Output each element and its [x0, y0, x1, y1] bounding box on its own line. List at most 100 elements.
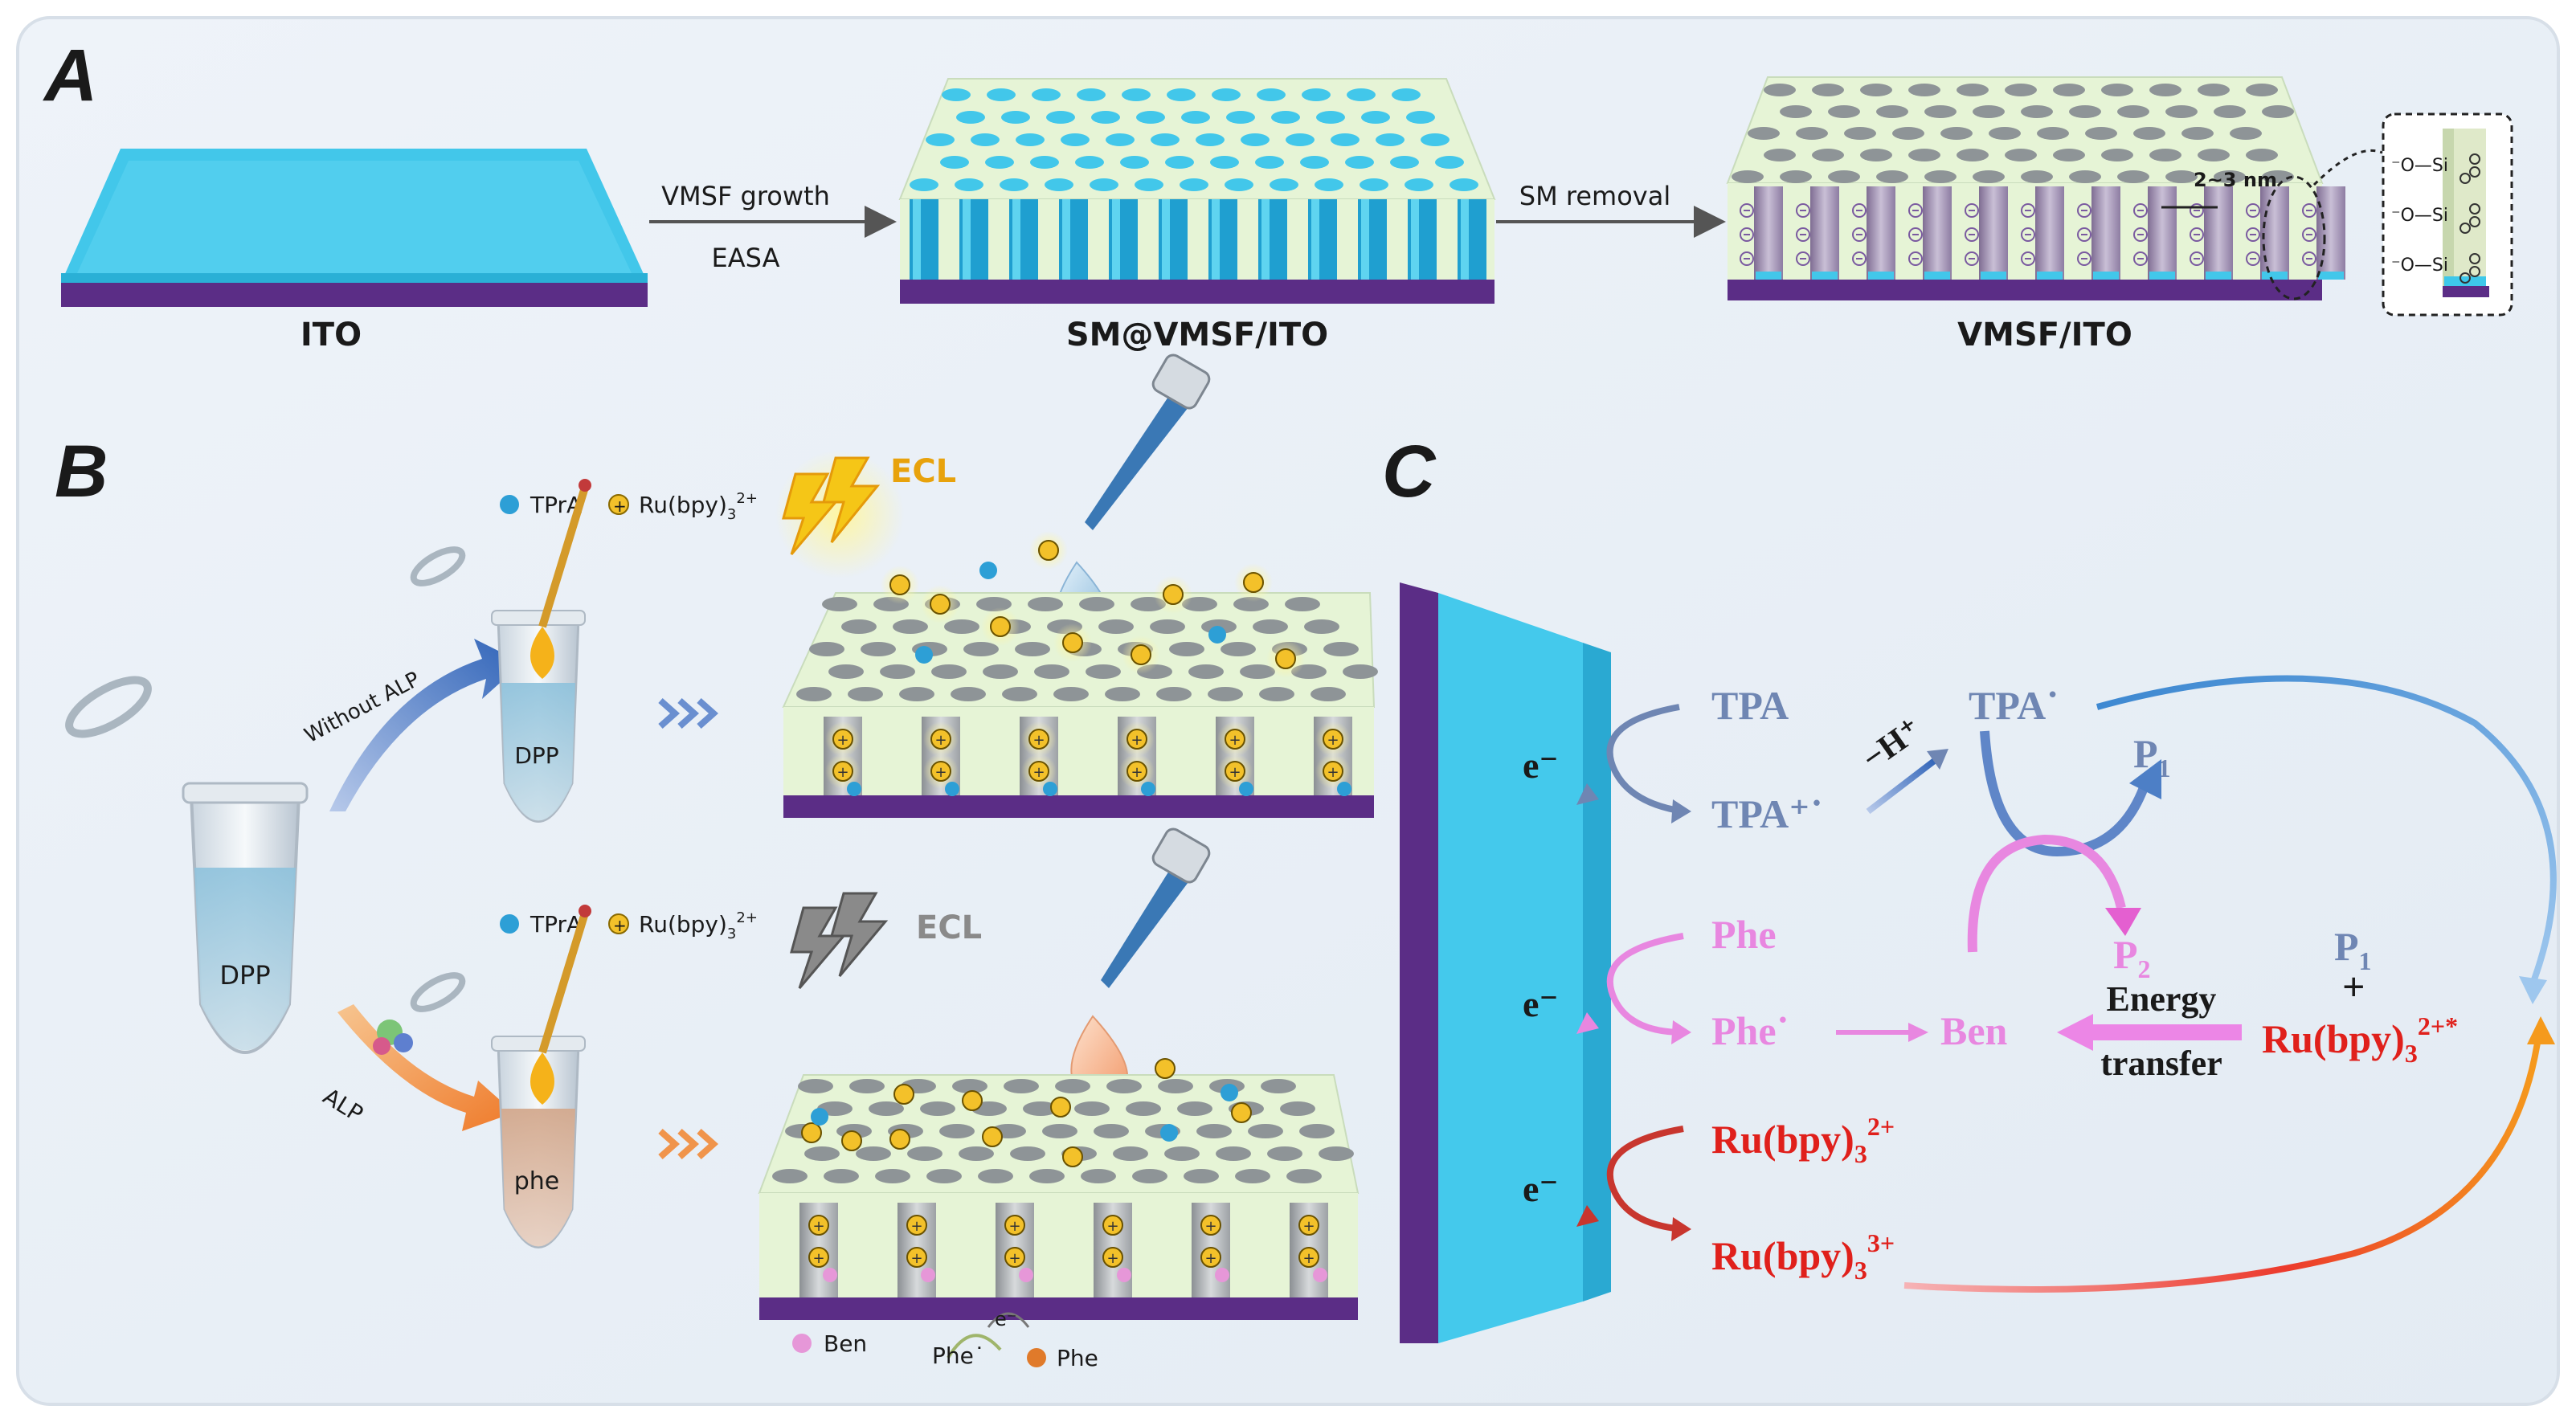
p1-arc-head	[2129, 759, 2161, 799]
surface-hole	[2198, 84, 2230, 96]
surface-hole	[1812, 84, 1844, 96]
surface-hole	[959, 1146, 994, 1161]
ru-plus: +	[1106, 1250, 1118, 1267]
surface-hole	[1034, 664, 1069, 679]
surface-hole	[1989, 127, 2021, 140]
ru-plus: +	[1327, 732, 1339, 749]
surface-hole	[926, 1169, 962, 1183]
surface-hole	[1812, 149, 1844, 161]
surface-dot	[1271, 111, 1300, 124]
ru-particle	[1298, 1247, 1319, 1268]
ru-plus: +	[812, 1250, 824, 1267]
surface-dot	[1120, 156, 1149, 169]
surfactant-columns	[910, 199, 1486, 280]
surface-hole	[1908, 149, 1940, 161]
surface-hole	[1235, 1169, 1270, 1183]
surface-dot	[1122, 88, 1151, 101]
surface-hole	[1908, 84, 1940, 96]
surface-hole	[1156, 687, 1192, 701]
surface-hole	[1732, 170, 1764, 183]
surface-hole	[1106, 1079, 1142, 1093]
extra-particle	[1313, 1268, 1327, 1282]
surface-dot	[1032, 88, 1061, 101]
column-highlight	[1162, 199, 1170, 280]
surface-dot	[1180, 178, 1208, 191]
surface-hole	[1304, 619, 1339, 634]
tpra-particle	[915, 646, 933, 664]
legend-ru-top: Ru(bpy)32+	[639, 490, 758, 523]
ru-particle	[1323, 761, 1343, 782]
alp-enzyme-icon	[373, 1020, 413, 1055]
ru-particle	[1004, 1247, 1025, 1268]
ru-particle	[1050, 1097, 1071, 1118]
step2-label: SM removal	[1519, 181, 1670, 211]
negative-charge	[1852, 203, 1867, 218]
c-plus: +	[2342, 964, 2365, 1009]
surface-dot	[1167, 88, 1196, 101]
ecl-lightning-on	[775, 450, 904, 578]
surface-hole	[1343, 664, 1378, 679]
negative-charge	[1965, 251, 1979, 266]
surface-hole	[944, 619, 979, 634]
surface-hole	[1876, 105, 1908, 118]
ru-particle	[1163, 584, 1184, 605]
small-dpp-tube: DPP	[410, 479, 591, 823]
channel-bottom	[1868, 272, 1894, 280]
surface-hole	[1081, 1169, 1116, 1183]
ru-particle	[832, 729, 853, 750]
surface-hole	[2165, 105, 2198, 118]
surface-hole	[1924, 170, 1957, 183]
negative-charge	[1740, 251, 1754, 266]
ru-plus: +	[1229, 732, 1241, 749]
c-phe-rad: Phe˙	[1711, 1008, 1789, 1053]
surface-dot	[910, 178, 938, 191]
phe-arc-head-right	[1671, 1020, 1691, 1044]
ru-arc-head-left	[1576, 1205, 1599, 1227]
nanochannel	[2204, 186, 2233, 280]
surface-dot	[1300, 156, 1329, 169]
vmsf-block	[1726, 76, 2345, 300]
vmsf-surface-holes	[1732, 84, 2294, 183]
surface-dot	[1331, 133, 1360, 146]
surface-hole	[849, 1079, 885, 1093]
surface-hole	[1844, 127, 1876, 140]
surface-hole	[1208, 687, 1243, 701]
c-ru-excited: Ru(bpy)32+*	[2262, 1011, 2458, 1068]
surface-dot	[1390, 156, 1419, 169]
c-energy: Energy	[2107, 979, 2217, 1019]
ru-particle	[841, 1130, 862, 1151]
negative-charge	[2077, 251, 2091, 266]
surface-dot	[1030, 156, 1059, 169]
surface-hole	[824, 1169, 859, 1183]
step1-bottom-label: EASA	[712, 243, 780, 273]
surface-hole	[920, 1101, 955, 1116]
negative-charge	[1796, 203, 1810, 218]
nanochannel	[1867, 186, 1895, 280]
bottom-e-arc	[987, 1312, 1030, 1328]
surface-hole	[1221, 642, 1256, 656]
ru-plus: +	[1032, 732, 1045, 749]
surface-hole	[1188, 664, 1224, 679]
surface-dot	[1045, 178, 1073, 191]
surface-hole	[1042, 1124, 1077, 1138]
chevrons-bottom	[658, 1129, 719, 1159]
surface-hole	[848, 687, 883, 701]
surface-dot	[1135, 178, 1163, 191]
negative-charge	[1852, 251, 1867, 266]
ru-plus: +	[934, 732, 947, 749]
surface-pore-dots	[910, 88, 1478, 191]
ru-plus: +	[836, 764, 848, 781]
surface-dot	[1046, 111, 1075, 124]
sm-vmsf-block	[898, 78, 1496, 304]
negative-charge	[2190, 203, 2204, 218]
ru3-to-ru-arc	[1903, 1032, 2542, 1293]
surface-hole	[1828, 105, 1860, 118]
c-e1: e⁻	[1523, 745, 1559, 786]
surface-hole	[2101, 149, 2133, 161]
ru-particle	[1126, 761, 1147, 782]
surface-dot	[1090, 178, 1118, 191]
ru-particle	[889, 1129, 910, 1150]
ru-particle	[1126, 729, 1147, 750]
ecl-lightning-off	[790, 892, 889, 989]
channel-bottom	[2093, 272, 2119, 280]
